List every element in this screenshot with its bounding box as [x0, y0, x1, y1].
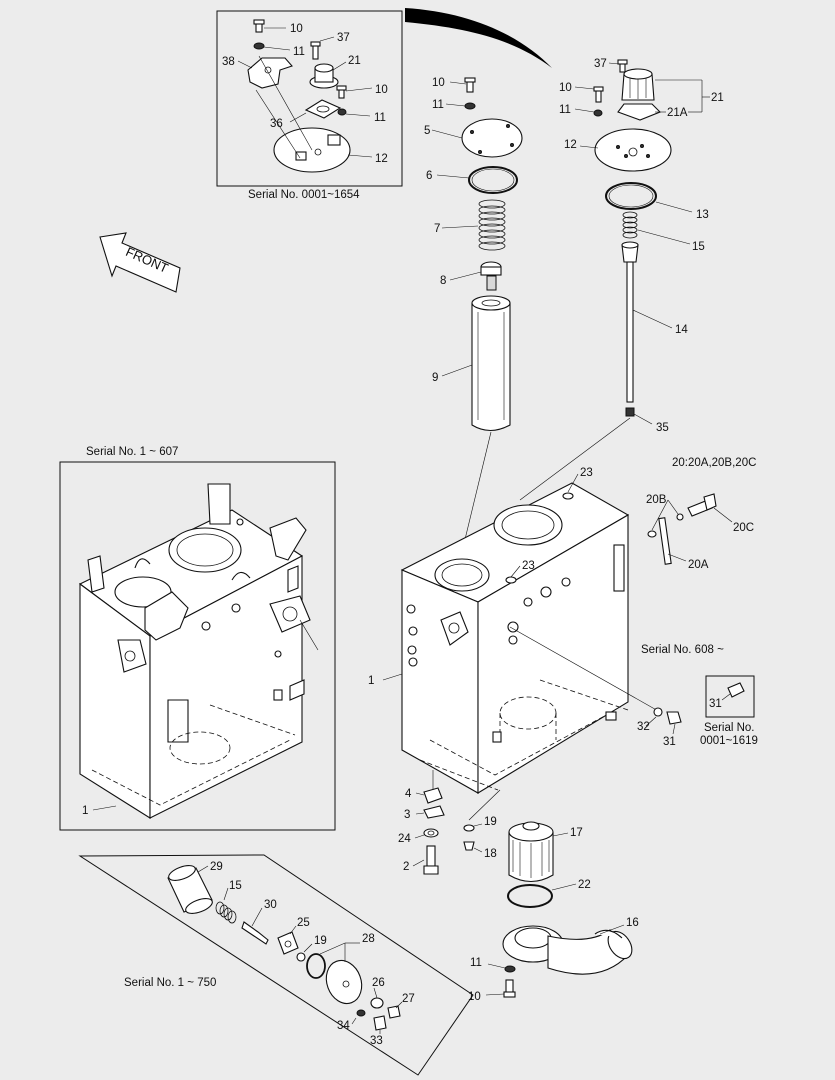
callout-17: 17	[570, 827, 583, 839]
filter-column-callouts: 10 11 5 6 7 8 9	[424, 77, 446, 384]
callout-31: 31	[663, 736, 676, 748]
callout-22: 22	[578, 879, 591, 891]
callout-13: 13	[696, 209, 709, 221]
callout-30: 30	[264, 899, 277, 911]
main-tank	[382, 473, 661, 794]
callout-37: 37	[594, 58, 607, 70]
bottom-inset-callouts: 29 15 30 25 19 28 26 27 34 33 Serial No.…	[124, 861, 415, 1047]
callout-11: 11	[559, 104, 571, 116]
callout-21: 21	[711, 92, 724, 104]
callout-21a: 21A	[667, 107, 688, 119]
callout-27: 27	[402, 993, 415, 1005]
callout-32: 32	[637, 721, 650, 733]
filter-column-parts	[431, 77, 523, 561]
callout-18: 18	[484, 848, 497, 860]
callout-25: 25	[297, 917, 310, 929]
inset-frame-top	[216, 10, 403, 187]
tank-bottom-callouts: 4 3 24 2 19 18 17 22 16 11 10	[398, 788, 639, 1003]
callout-11: 11	[293, 46, 305, 58]
callout-10: 10	[290, 23, 303, 35]
breather-column-parts	[519, 59, 710, 501]
tank-bottom-parts	[412, 770, 633, 998]
callout-21: 21	[348, 55, 361, 67]
inset-frame-bottom	[78, 854, 474, 1076]
bottom-inset-parts	[167, 865, 403, 1034]
caption-inset-small-line2: 0001~1619	[700, 735, 758, 747]
left-inset-callouts: Serial No. 1 ~ 607 1	[82, 446, 178, 817]
plug-31-32-parts: 32 31	[637, 707, 682, 748]
callout-2: 2	[403, 861, 409, 873]
top-inset-parts	[237, 19, 373, 173]
inset-frame-left	[59, 461, 336, 831]
callout-10: 10	[468, 991, 481, 1003]
callout-26: 26	[372, 977, 385, 989]
callout-11: 11	[470, 957, 482, 969]
swoosh-arrow	[405, 8, 552, 68]
caption-note-20: 20:20A,20B,20C	[672, 457, 756, 469]
callout-3: 3	[404, 809, 410, 821]
callout-1: 1	[368, 675, 374, 687]
callout-15: 15	[692, 241, 705, 253]
callout-11: 11	[432, 99, 444, 111]
callout-33: 33	[370, 1035, 383, 1047]
callout-5: 5	[424, 125, 430, 137]
callout-20c: 20C	[733, 522, 754, 534]
callout-12: 12	[375, 153, 388, 165]
callout-9: 9	[432, 372, 438, 384]
callout-12: 12	[564, 139, 577, 151]
callout-20a: 20A	[688, 559, 709, 571]
callout-8: 8	[440, 275, 446, 287]
small-inset: 31 Serial No. 0001~1619	[700, 682, 758, 747]
callout-14: 14	[675, 324, 688, 336]
inset-frame-small	[705, 675, 755, 718]
callout-31: 31	[709, 698, 722, 710]
caption-inset-small: Serial No.	[704, 722, 755, 734]
callout-7: 7	[434, 223, 440, 235]
caption-inset-left: Serial No. 1 ~ 607	[86, 446, 178, 458]
top-inset-callouts: 10 11 37 38 21 10 11 36 12 Serial No. 00…	[222, 23, 388, 201]
callout-16: 16	[626, 917, 639, 929]
callout-35: 35	[656, 422, 669, 434]
callout-28: 28	[362, 933, 375, 945]
callout-11: 11	[374, 112, 386, 124]
callout-10: 10	[375, 84, 388, 96]
caption-main-series: Serial No. 608 ~	[641, 644, 724, 656]
main-tank-callouts: 23 23 1 Serial No. 608 ~ 20:20A,20B,20C	[368, 457, 756, 687]
front-arrow: FRONT	[99, 232, 181, 293]
callout-37: 37	[337, 32, 350, 44]
caption-inset-bottom: Serial No. 1 ~ 750	[124, 977, 216, 989]
callout-10: 10	[432, 77, 445, 89]
callout-4: 4	[405, 788, 412, 800]
caption-inset-top: Serial No. 0001~1654	[248, 189, 360, 201]
callout-15: 15	[229, 880, 242, 892]
callout-38: 38	[222, 56, 235, 68]
breather-column-callouts: 37 10 11 21 21A 12 13 15 14 35	[559, 58, 724, 434]
callout-20b: 20B	[646, 494, 667, 506]
callout-19: 19	[314, 935, 327, 947]
callout-1: 1	[82, 805, 88, 817]
callout-10: 10	[559, 82, 572, 94]
callout-24: 24	[398, 833, 411, 845]
callout-6: 6	[426, 170, 432, 182]
callout-34: 34	[337, 1020, 350, 1032]
callout-23: 23	[580, 467, 593, 479]
left-inset-tank	[78, 483, 319, 819]
bracket-20-parts: 20B 20C 20A	[646, 493, 754, 571]
callout-29: 29	[210, 861, 223, 873]
callout-23: 23	[522, 560, 535, 572]
callout-19: 19	[484, 816, 497, 828]
callout-36: 36	[270, 118, 283, 130]
